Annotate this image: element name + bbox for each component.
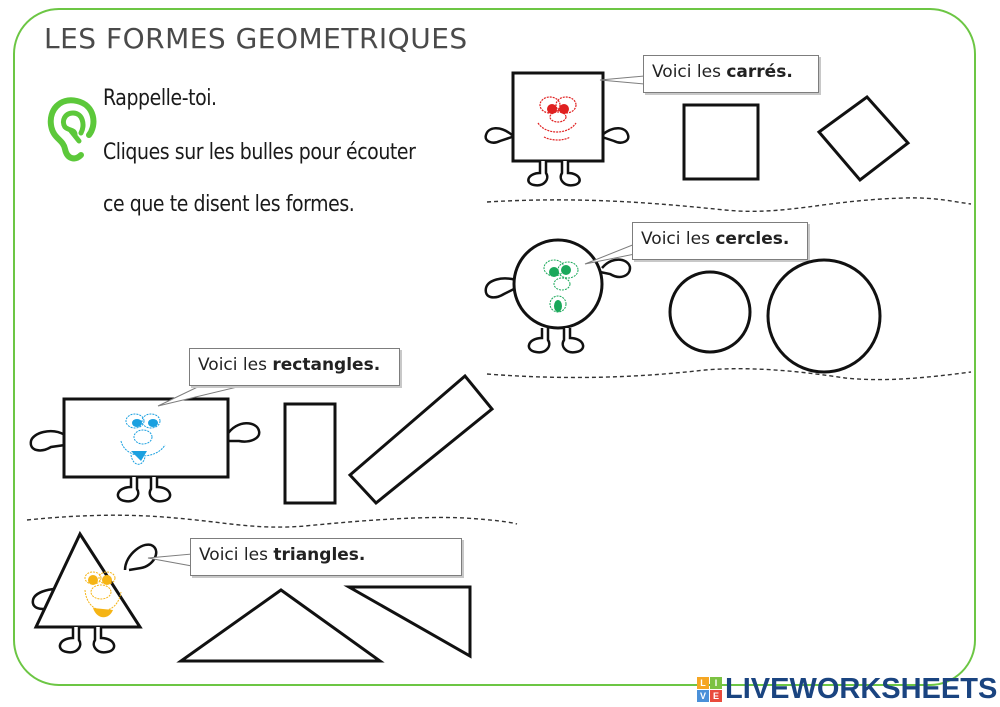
divider-rectangles xyxy=(26,514,518,528)
square-shape xyxy=(682,103,760,181)
isosceles-triangle-shape xyxy=(176,588,385,663)
small-circle-shape xyxy=(668,270,752,354)
square-character xyxy=(484,71,630,187)
bubble-bold-text: cercles. xyxy=(715,229,790,249)
divider-squares xyxy=(486,197,972,213)
speech-bubble-circles[interactable]: Voici les cercles. xyxy=(632,222,808,260)
large-circle-shape xyxy=(766,258,882,374)
speech-bubble-squares[interactable]: Voici les carrés. xyxy=(643,55,819,93)
rotated-rectangle-shape xyxy=(347,373,495,506)
rectangle-character xyxy=(29,397,261,503)
bubble-text: Voici les xyxy=(199,545,274,565)
instruction-line-2: Cliques sur les bulles pour écouter xyxy=(103,140,416,165)
instruction-line-3: ce que te disent les formes. xyxy=(103,192,355,217)
rotated-square-shape xyxy=(816,94,911,183)
bubble-text: Voici les xyxy=(198,355,273,375)
bubble-bold-text: carrés. xyxy=(726,62,793,82)
triangle-character xyxy=(31,530,158,654)
worksheet-frame xyxy=(13,8,976,686)
vertical-rectangle-shape xyxy=(283,402,337,505)
liveworksheets-logo: L I V E LIVEWORKSHEETS xyxy=(697,673,997,706)
live-blocks-icon: L I V E xyxy=(697,677,722,702)
ear-icon xyxy=(45,95,101,170)
bubble-text: Voici les xyxy=(652,62,727,82)
logo-letter: I xyxy=(710,677,722,689)
logo-letter: E xyxy=(710,690,722,702)
rectangle-face xyxy=(120,413,166,465)
page-title: LES FORMES GEOMETRIQUES xyxy=(44,22,468,55)
speech-bubble-triangles[interactable]: Voici les triangles. xyxy=(190,538,462,576)
bubble-bold-text: triangles. xyxy=(273,545,366,565)
bubble-text: Voici les xyxy=(641,229,716,249)
logo-text: LIVEWORKSHEETS xyxy=(725,673,998,705)
right-triangle-shape xyxy=(343,585,472,659)
logo-letter: V xyxy=(697,690,709,702)
bubble-bold-text: rectangles. xyxy=(272,355,381,375)
instruction-line-1: Rappelle-toi. xyxy=(103,86,217,111)
circle-character xyxy=(484,238,632,354)
speech-bubble-rectangles[interactable]: Voici les rectangles. xyxy=(189,348,400,386)
logo-letter: L xyxy=(697,677,709,689)
square-face xyxy=(537,96,577,141)
divider-circles xyxy=(486,368,972,381)
